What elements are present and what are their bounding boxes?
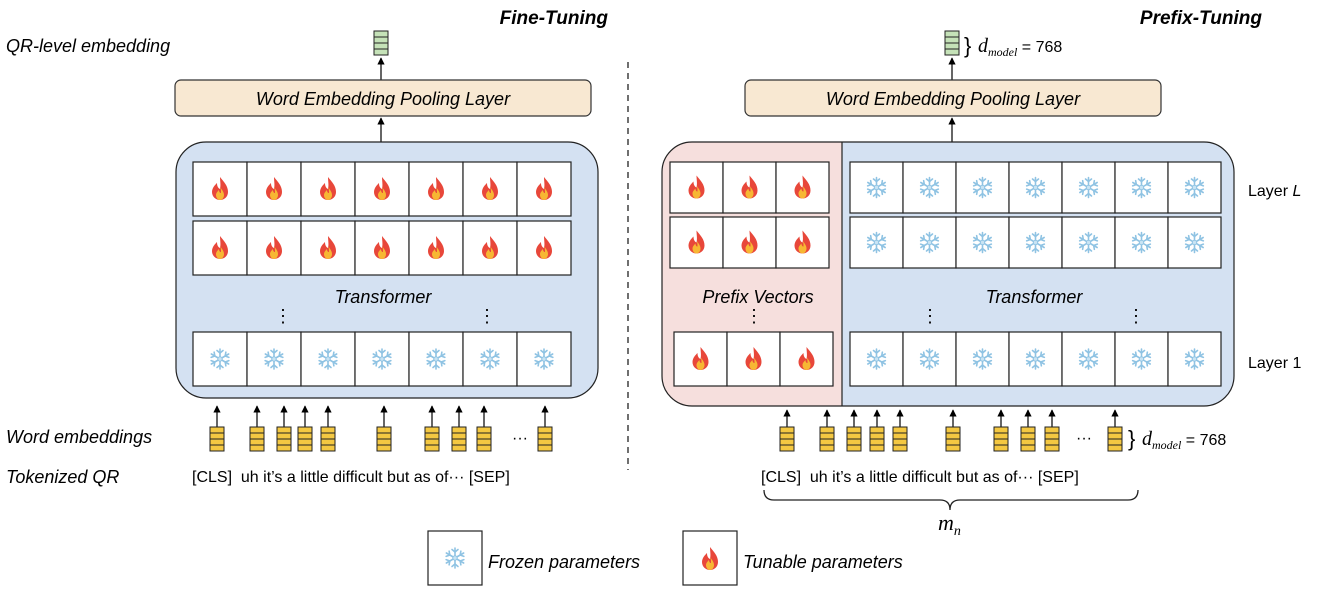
left-word-embedding xyxy=(376,426,392,452)
left-transformer-rows xyxy=(192,161,572,387)
left-tokens: [CLS] uh it’s a little difficult but as … xyxy=(192,469,510,486)
right-row-top xyxy=(849,161,1222,214)
prefix-vectors-label: Prefix Vectors xyxy=(702,287,813,307)
layer-top-label: Layer L xyxy=(1248,183,1301,200)
right-word-embedding xyxy=(1044,426,1060,452)
right-word-embedding xyxy=(993,426,1009,452)
right-word-embedding xyxy=(779,426,795,452)
right-row-bottom xyxy=(849,331,1222,387)
mn-label: mn xyxy=(938,510,961,539)
legend-tunable-swatch xyxy=(682,530,738,586)
right-word-embedding xyxy=(1020,426,1036,452)
right-word-embedding xyxy=(945,426,961,452)
left-vdots-1: ⋮ xyxy=(274,306,292,326)
left-word-embeddings xyxy=(209,405,553,452)
right-row-second xyxy=(849,216,1222,269)
word-embeddings-label: Word embeddings xyxy=(6,427,152,447)
left-row-top xyxy=(192,161,572,217)
prefix-row-second xyxy=(669,216,830,269)
left-transformer-label: Transformer xyxy=(335,287,433,307)
fine-tuning-title: Fine-Tuning xyxy=(500,8,609,29)
left-emb-ellipsis: ··· xyxy=(512,430,528,447)
parameter-cell xyxy=(849,161,904,214)
left-output-embedding xyxy=(373,30,389,56)
left-word-embedding xyxy=(209,426,225,452)
right-vdots-1: ⋮ xyxy=(745,306,763,326)
left-word-embedding xyxy=(320,426,336,452)
legend-frozen-label: Frozen parameters xyxy=(488,552,640,572)
right-output-brace: } xyxy=(964,33,971,58)
right-word-embeddings xyxy=(779,409,1123,452)
qr-level-embedding-label: QR-level embedding xyxy=(6,36,170,56)
left-word-embedding xyxy=(297,426,313,452)
left-word-embedding xyxy=(276,426,292,452)
parameter-cell xyxy=(722,161,777,214)
layer-bottom-label: Layer 1 xyxy=(1248,355,1301,372)
left-word-embedding xyxy=(249,426,265,452)
right-emb-brace: } xyxy=(1128,426,1135,451)
right-vdots-3: ⋮ xyxy=(1127,306,1145,326)
right-emb-ellipsis: ··· xyxy=(1076,430,1092,447)
right-word-embedding xyxy=(819,426,835,452)
right-word-embedding xyxy=(869,426,885,452)
right-word-embedding xyxy=(1107,426,1123,452)
right-pooling-label: Word Embedding Pooling Layer xyxy=(826,89,1081,109)
right-pooling-layer xyxy=(744,79,1162,117)
right-transformer-label: Transformer xyxy=(986,287,1084,307)
right-output-dim: dmodel = 768 xyxy=(978,35,1062,59)
right-output-embedding xyxy=(944,30,960,56)
left-word-embedding xyxy=(537,426,553,452)
parameter-cell xyxy=(1114,161,1169,214)
right-tokens: [CLS] uh it’s a little difficult but as … xyxy=(761,469,1079,486)
right-emb-dim: dmodel = 768 xyxy=(1142,428,1226,452)
parameter-cell xyxy=(246,220,302,276)
prefix-tuning-title: Prefix-Tuning xyxy=(1140,8,1262,29)
left-word-embedding xyxy=(424,426,440,452)
legend-tunable-label: Tunable parameters xyxy=(743,552,903,572)
parameter-cell xyxy=(516,220,572,276)
left-pooling-layer xyxy=(174,79,592,117)
left-row-second xyxy=(192,220,572,276)
right-parameter-rows xyxy=(669,161,1222,387)
right-word-embedding xyxy=(846,426,862,452)
left-vdots-2: ⋮ xyxy=(478,306,496,326)
tokens-brace xyxy=(763,489,1139,511)
prefix-row-top xyxy=(669,161,830,214)
left-word-embedding xyxy=(451,426,467,452)
right-vdots-2: ⋮ xyxy=(921,306,939,326)
left-word-embedding xyxy=(476,426,492,452)
prefix-row-bottom xyxy=(673,331,834,387)
left-row-bottom xyxy=(192,331,572,387)
tokenized-qr-label: Tokenized QR xyxy=(6,467,119,487)
right-word-embedding xyxy=(892,426,908,452)
left-pooling-label: Word Embedding Pooling Layer xyxy=(256,89,511,109)
